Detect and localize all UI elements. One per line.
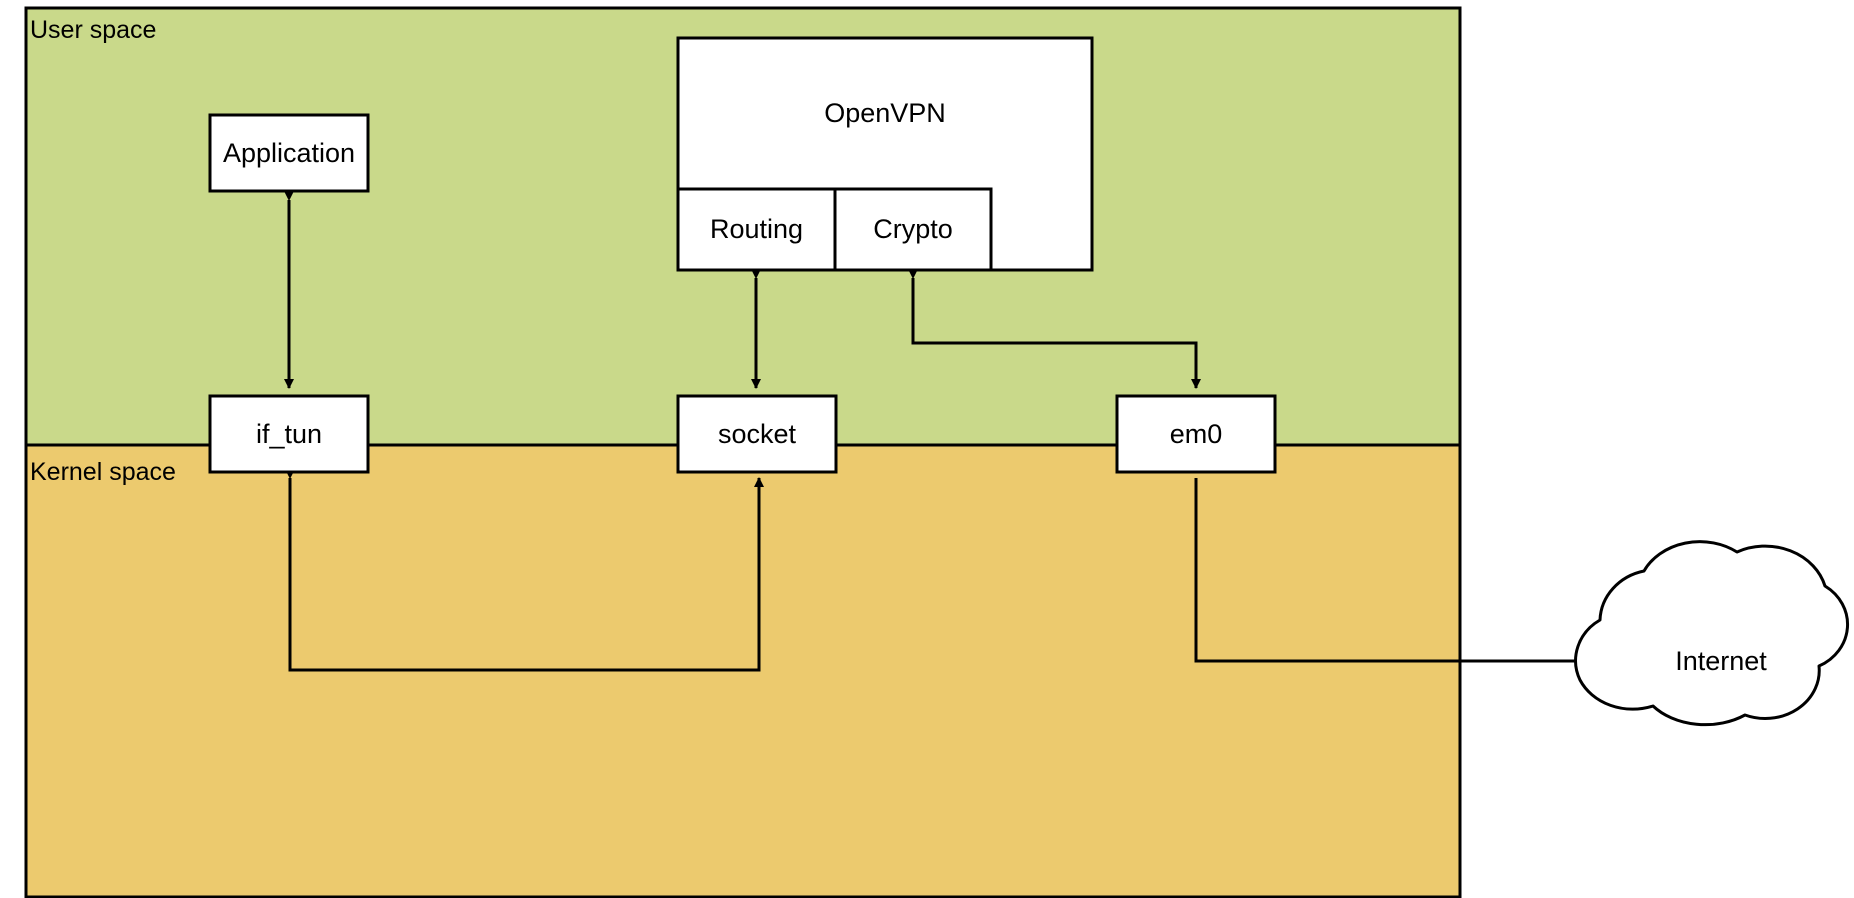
- routing-box[interactable]: [676, 187, 837, 272]
- internet-cloud[interactable]: [1574, 540, 1849, 727]
- if_tun-box[interactable]: [208, 394, 370, 474]
- kernel-space-label: Kernel space: [30, 458, 176, 486]
- crypto-box[interactable]: [833, 187, 993, 272]
- edge-em0-internet: [1194, 478, 1590, 666]
- em0-box[interactable]: [1115, 394, 1277, 474]
- application-box[interactable]: [208, 113, 370, 193]
- edge-crypto-em0: [908, 269, 1201, 389]
- edge-if_tun-socket: [285, 469, 764, 672]
- socket-box[interactable]: [676, 394, 838, 474]
- user-space-label: User space: [30, 16, 157, 44]
